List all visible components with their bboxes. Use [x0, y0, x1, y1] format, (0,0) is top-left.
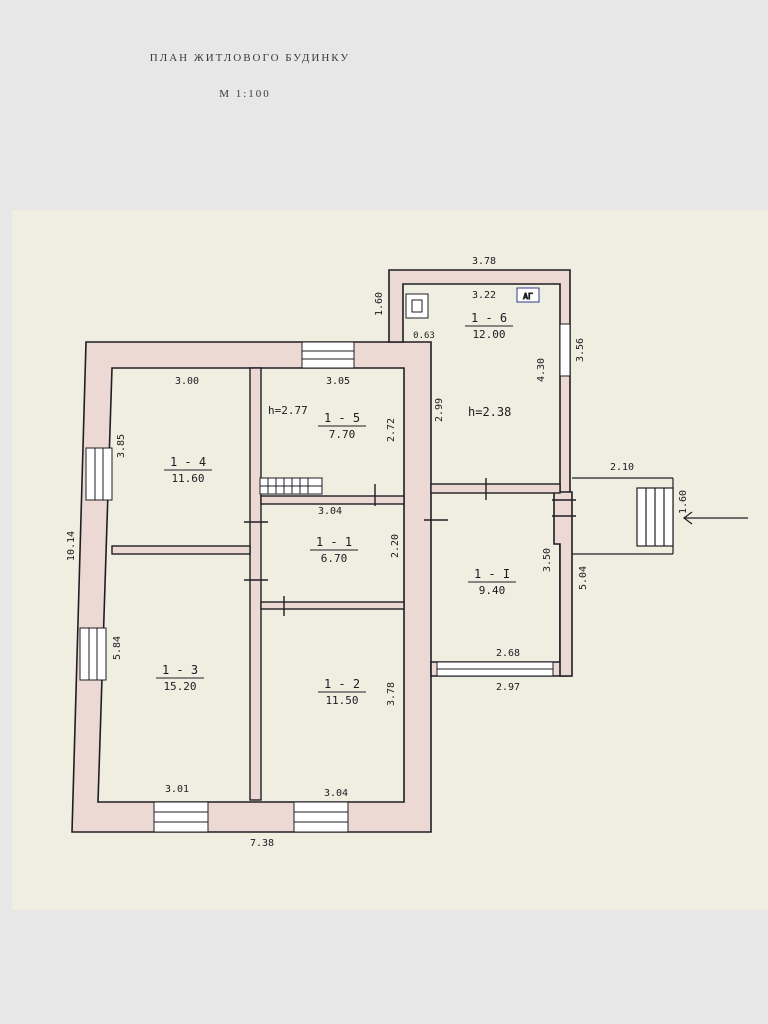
dim-3-50: 3.50 — [542, 548, 553, 572]
dim-2-72: 2.72 — [386, 418, 397, 442]
dim-1-60-left: 1.60 — [374, 292, 385, 316]
boiler-icon — [516, 287, 540, 303]
fixtures: АГ — [259, 287, 540, 495]
plan-scale: М 1:100 — [219, 88, 271, 100]
wall-h-14-13 — [111, 545, 251, 555]
dim-3-85: 3.85 — [116, 434, 127, 458]
dimensions: 3.78 3.22 1.60 0.63 4.30 3.56 3.00 3.05 … — [66, 256, 689, 849]
dim-3-78-top: 3.78 — [472, 256, 496, 267]
dim-2-20: 2.20 — [390, 534, 401, 558]
room-area-1-I: 9.40 — [479, 584, 506, 597]
room-label-1-1: 1 - 1 — [316, 535, 352, 549]
dim-4-30: 4.30 — [536, 358, 547, 382]
room-label-1-4: 1 - 4 — [170, 455, 206, 469]
stove-icon — [405, 293, 429, 319]
room-label-1-6: 1 - 6 — [471, 311, 507, 325]
dim-3-04-bottom: 3.04 — [324, 788, 348, 799]
dim-3-04-mid: 3.04 — [318, 506, 342, 517]
dim-7-38: 7.38 — [250, 838, 274, 849]
dim-3-01: 3.01 — [165, 784, 189, 795]
window-bottom-13 — [153, 801, 209, 833]
dim-3-78-mid: 3.78 — [386, 682, 397, 706]
ceiling-heights: h=2.77 h=2.38 — [268, 404, 511, 419]
dim-2-99: 2.99 — [434, 398, 445, 422]
height-note-right: h=2.38 — [468, 405, 511, 419]
window-left-13 — [79, 627, 107, 681]
dim-2-97: 2.97 — [496, 682, 520, 693]
wall-h-11-12 — [260, 601, 405, 610]
wall-h-16-1I — [430, 483, 561, 494]
room-area-1-6: 12.00 — [472, 328, 505, 341]
dim-5-84: 5.84 — [112, 636, 123, 660]
rooms: 1 - 1 6.70 1 - 2 11.50 1 - 3 15.20 1 - 4… — [156, 311, 516, 707]
interior-walls — [111, 367, 561, 801]
window-top-15 — [301, 341, 355, 369]
room-label-1-3: 1 - 3 — [162, 663, 198, 677]
dim-1-60-right: 1.60 — [678, 490, 689, 514]
dim-3-05: 3.05 — [326, 376, 350, 387]
window-right-16 — [559, 323, 571, 377]
height-note-left: h=2.77 — [268, 404, 308, 417]
room-area-1-1: 6.70 — [321, 552, 348, 565]
dim-3-56: 3.56 — [575, 338, 586, 362]
drawing-sheet: АГ 1 - 1 6.70 1 - 2 11.50 1 - 3 15.20 1 … — [12, 210, 768, 910]
porch — [572, 477, 748, 555]
room-label-1-5: 1 - 5 — [324, 411, 360, 425]
room-area-1-3: 15.20 — [163, 680, 196, 693]
dim-2-68: 2.68 — [496, 648, 520, 659]
dim-0-63: 0.63 — [413, 331, 435, 341]
window-left-14 — [85, 447, 113, 501]
room-label-1-2: 1 - 2 — [324, 677, 360, 691]
doors — [244, 478, 576, 616]
dim-2-10: 2.10 — [610, 462, 634, 473]
boiler-label: АГ — [523, 292, 533, 301]
floor-plan: АГ 1 - 1 6.70 1 - 2 11.50 1 - 3 15.20 1 … — [66, 256, 748, 849]
wall-h-15-11 — [260, 495, 405, 505]
room-area-1-2: 11.50 — [325, 694, 358, 707]
dim-3-22: 3.22 — [472, 290, 496, 301]
plan-title: ПЛАН ЖИТЛОВОГО БУДИНКУ — [149, 52, 351, 64]
dim-3-00: 3.00 — [175, 376, 199, 387]
veranda-side-wall — [553, 491, 573, 677]
dim-10-14: 10.14 — [66, 531, 77, 561]
wall-v-left — [249, 367, 262, 801]
room-label-1-I: 1 - I — [474, 567, 510, 581]
dim-5-04: 5.04 — [578, 566, 589, 590]
windows — [79, 323, 571, 833]
window-bottom-12 — [293, 801, 349, 833]
room-area-1-4: 11.60 — [171, 472, 204, 485]
room-area-1-5: 7.70 — [329, 428, 356, 441]
